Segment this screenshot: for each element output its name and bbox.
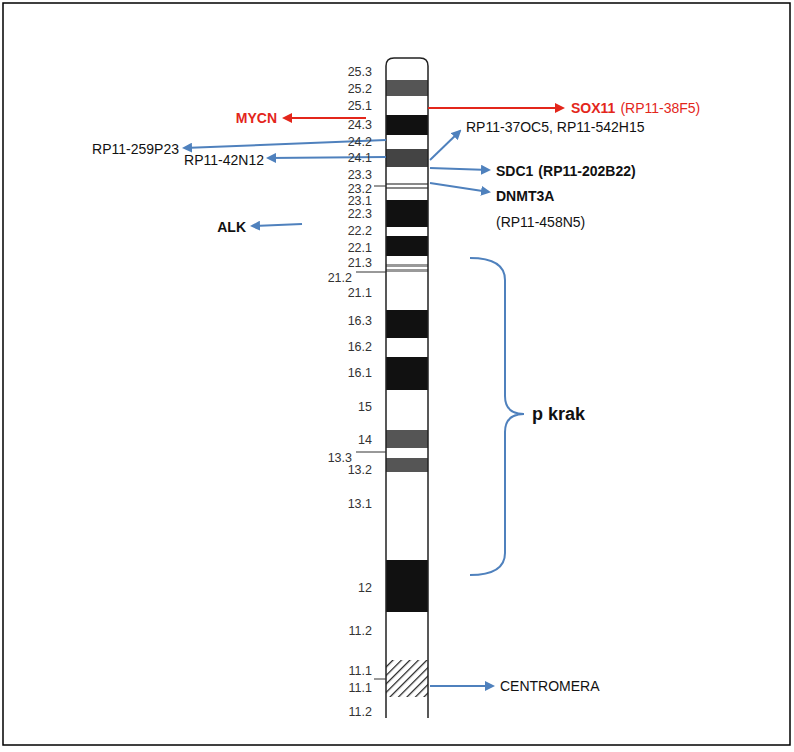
band-number: 11.2 [349, 706, 372, 719]
band-number: 13.3 [328, 452, 352, 465]
band-number: 25.3 [348, 66, 372, 79]
band-number: 13.2 [348, 464, 372, 477]
band-number: 21.3 [348, 257, 372, 270]
band-number: 12 [358, 582, 372, 595]
band-number: 22.1 [348, 242, 372, 255]
band-number: 21.1 [348, 287, 372, 300]
gene-label: ALK [217, 220, 246, 234]
band-number: 16.2 [348, 341, 372, 354]
curly-brace [470, 258, 524, 575]
blue-arrow [430, 131, 460, 160]
band-number: 24.3 [348, 119, 372, 132]
band-number: 13.1 [348, 498, 372, 511]
probe-label: RP11-259P23 [92, 142, 179, 156]
band-number: 24.1 [348, 152, 372, 165]
frame [3, 3, 790, 745]
gene-label: MYCN [236, 111, 277, 125]
band-number: 22.3 [348, 208, 372, 221]
gene-label: DNMT3A [496, 189, 554, 203]
band-number: 11.1 [349, 682, 372, 695]
probe-label: (RP11-38F5) [620, 101, 700, 115]
band-number: 25.2 [348, 83, 372, 96]
probe-label: RP11-37OC5, RP11-542H15 [466, 120, 644, 134]
blue-arrow [430, 685, 493, 687]
band-number: 11.1 [349, 665, 372, 678]
probe-label: (RP11-458N5) [496, 215, 585, 229]
band-number: 15 [358, 401, 372, 414]
chromosome-outline [386, 58, 428, 718]
centromere-label: CENTROMERA [500, 679, 600, 693]
band-number: 24.2 [348, 136, 372, 149]
band-number: 21.2 [328, 272, 352, 285]
blue-arrow [252, 224, 302, 226]
band-number: 25.1 [348, 100, 372, 113]
band-number: 16.3 [348, 315, 372, 328]
probe-label: RP11-42N12 [184, 153, 264, 167]
gene-label: SOX11 [571, 101, 615, 115]
band-number: 16.1 [348, 367, 372, 380]
probe-label: (RP11-202B22) [538, 164, 635, 178]
gene-label: SDC1 [496, 164, 533, 178]
band-number: 22.2 [348, 225, 372, 238]
band-number: 23.2 [348, 183, 372, 196]
red-arrow [428, 107, 563, 109]
band-number: 14 [358, 434, 372, 447]
chromosome-bands [386, 58, 428, 718]
band-number: 23.3 [348, 169, 372, 182]
region-label: p krak [532, 405, 585, 423]
band-number: 11.2 [349, 625, 372, 638]
band-number: 23.1 [348, 195, 372, 208]
blue-arrow [430, 168, 489, 170]
blue-arrow [430, 183, 489, 192]
